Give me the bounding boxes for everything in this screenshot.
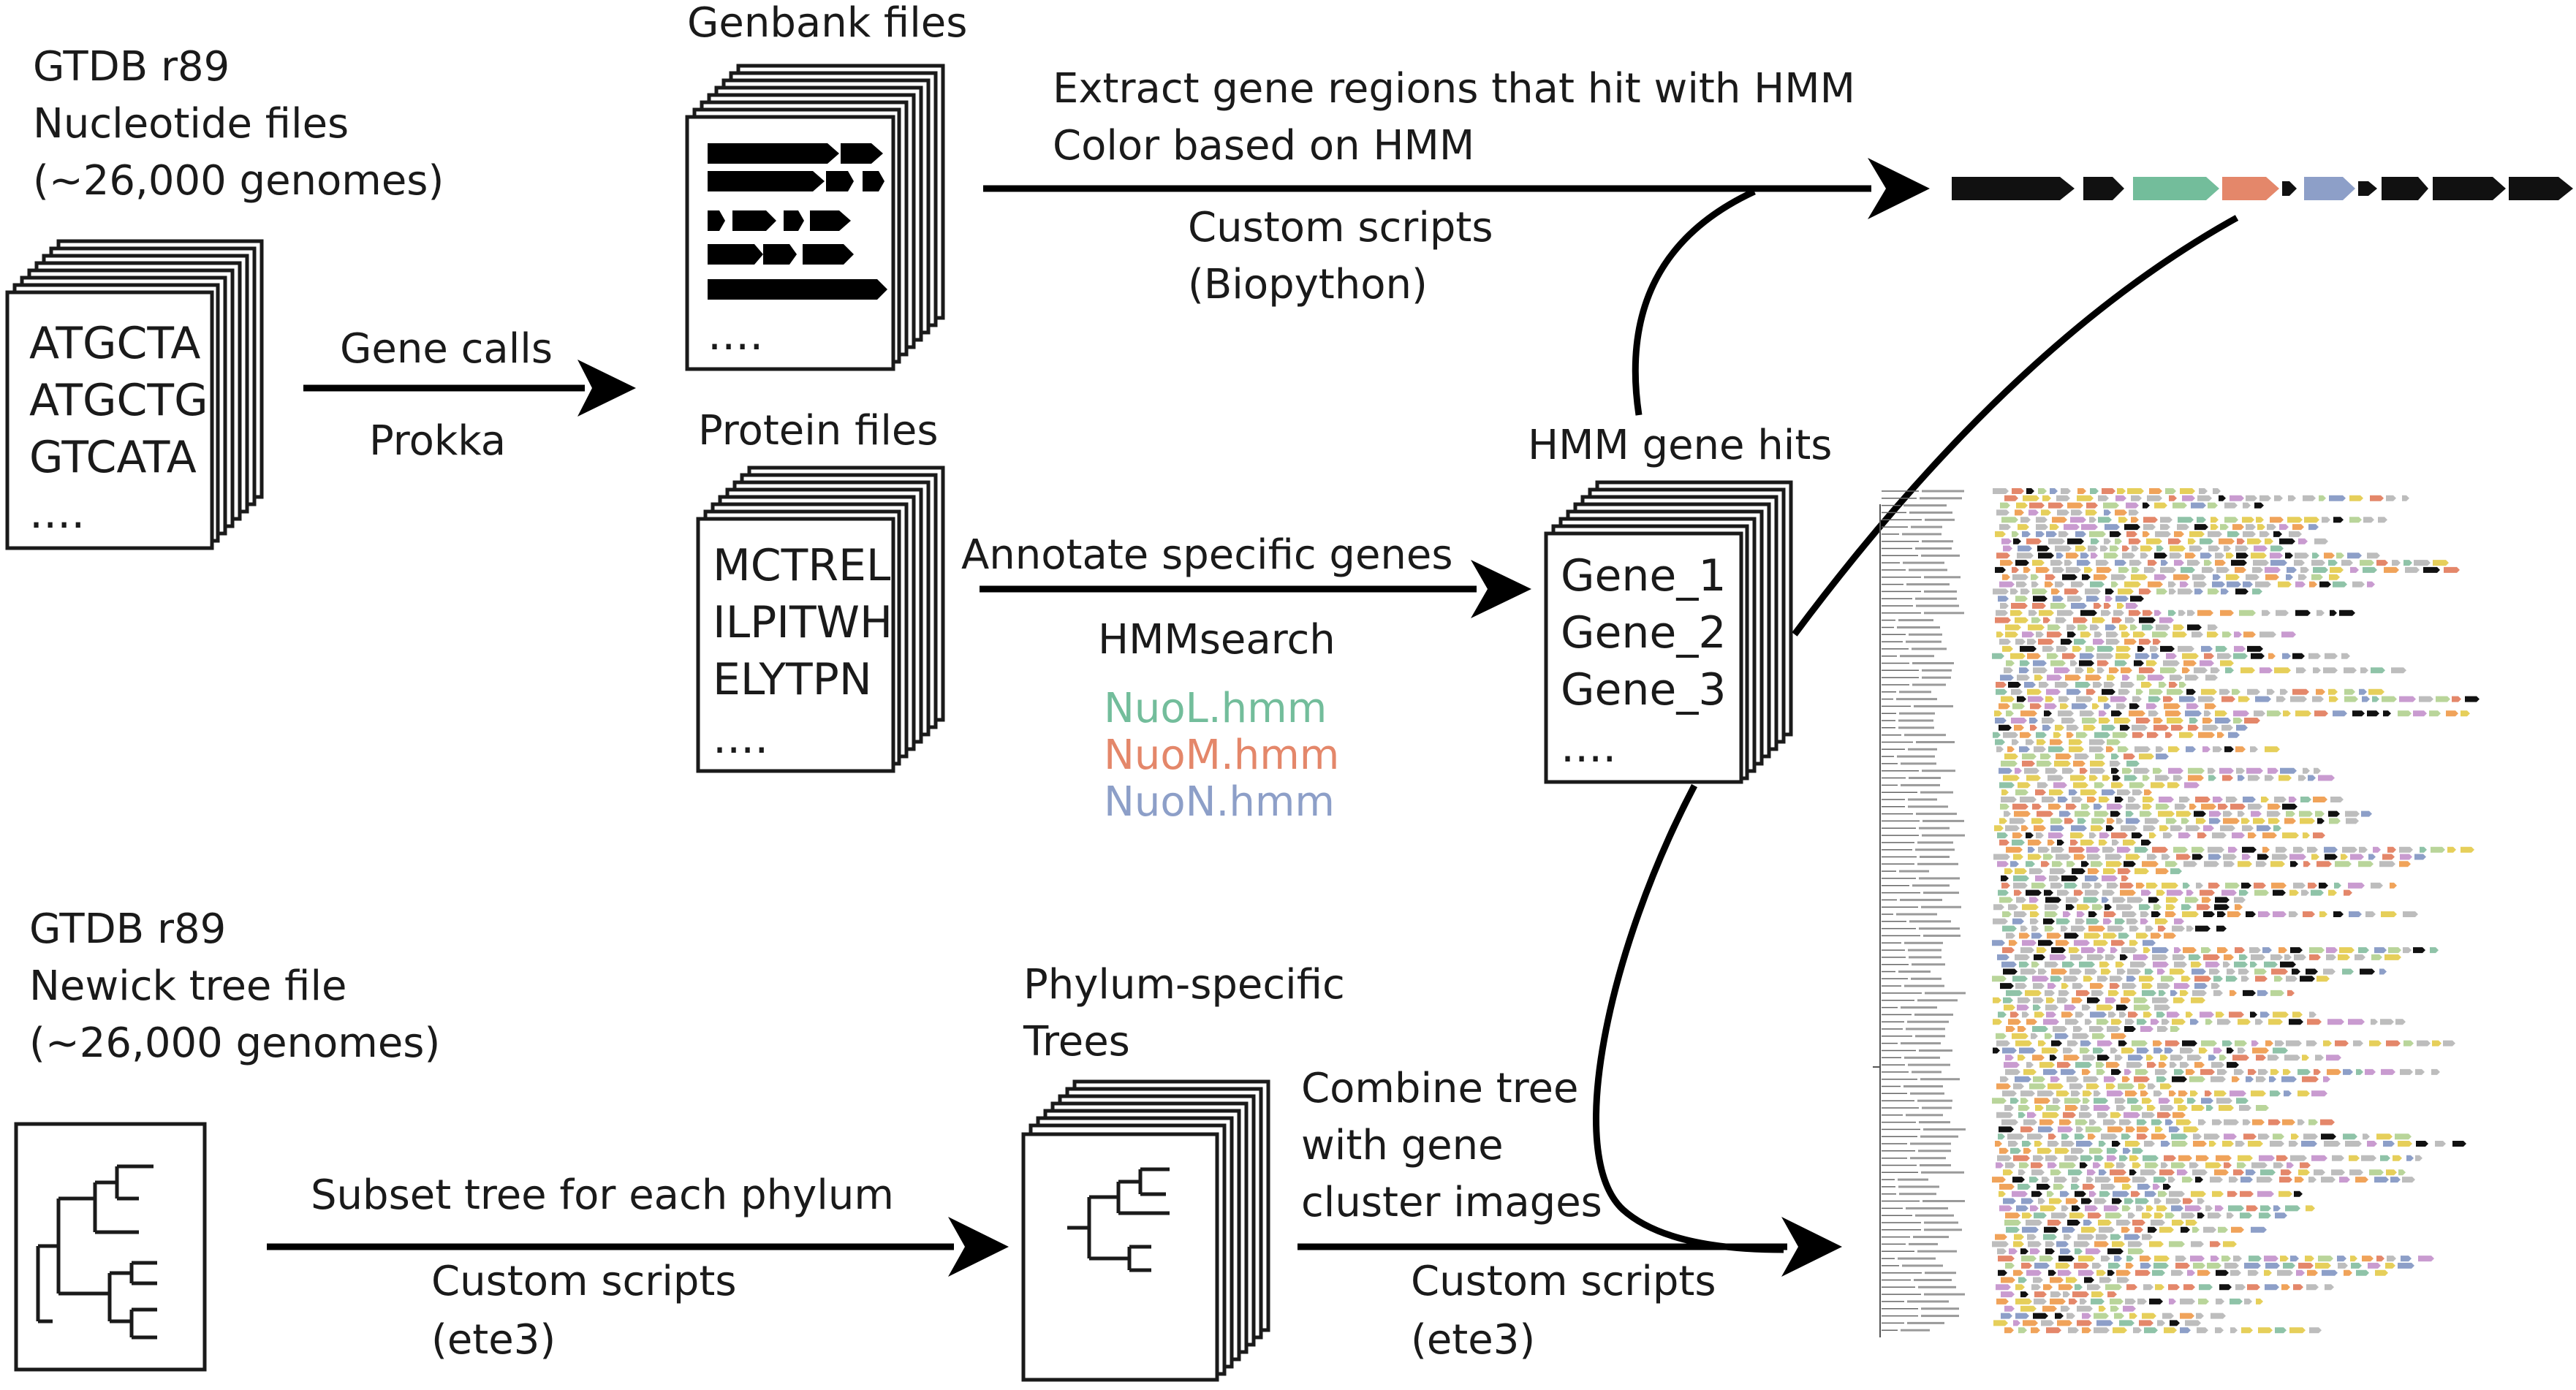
- nucleotide-title-line3: (~26,000 genomes): [33, 157, 444, 205]
- gene-calls-label: Gene calls: [340, 325, 553, 373]
- newick-file-box: [14, 1122, 207, 1372]
- extract-line1: Extract gene regions that hit with HMM: [1053, 65, 1855, 113]
- protein-file-stack: [696, 466, 945, 773]
- nuon-hmm-label: NuoN.hmm: [1104, 778, 1335, 826]
- combine-line3: cluster images: [1301, 1179, 1602, 1226]
- nucleotide-seq2: ATGCTG: [29, 375, 208, 426]
- curve-hits-to-gene-strip: [1792, 215, 2239, 637]
- combine-custom-scripts: Custom scripts: [1411, 1258, 1716, 1305]
- phylum-tree-stack: [1021, 1079, 1270, 1382]
- subset-ete3: (ete3): [431, 1316, 556, 1364]
- gene-arrow-black-4: [2433, 177, 2506, 200]
- protein-seq1: MCTREL: [713, 540, 891, 591]
- genbank-gene-icons: [708, 143, 887, 300]
- phylum-title-line2: Trees: [1023, 1018, 1130, 1066]
- gene-arrow-black-small-1: [2282, 181, 2297, 196]
- nucleotide-files-label: GTDB r89 Nucleotide files (~26,000 genom…: [33, 43, 444, 205]
- gene-arrow-black-1: [1952, 177, 2075, 200]
- gene-cluster-strip: [1952, 177, 2573, 200]
- gene-arrow-nuom: [2222, 177, 2279, 200]
- subset-arrowhead: [948, 1217, 1009, 1277]
- hmm-hits-title: HMM gene hits: [1528, 422, 1832, 469]
- hmm-gene2: Gene_2: [1561, 607, 1727, 658]
- extract-arrowhead: [1868, 158, 1930, 219]
- protein-title: Protein files: [698, 407, 939, 455]
- genbank-title: Genbank files: [687, 0, 967, 47]
- hmm-ellipsis: ....: [1561, 721, 1616, 772]
- hmm-gene3: Gene_3: [1561, 664, 1727, 715]
- newick-tree-icon: [36, 1164, 157, 1340]
- gene-arrow-black-2: [2083, 177, 2124, 200]
- extract-line3: Custom scripts: [1188, 204, 1493, 251]
- nucleotide-seq3: GTCATA: [29, 432, 197, 483]
- newick-title-line1: GTDB r89: [29, 905, 226, 953]
- phylum-title-line1: Phylum-specific: [1023, 961, 1345, 1009]
- nuom-hmm-label: NuoM.hmm: [1104, 732, 1339, 779]
- newick-title-line2: Newick tree file: [29, 962, 346, 1010]
- gene-arrow-black-5: [2509, 177, 2573, 200]
- extract-line2: Color based on HMM: [1053, 122, 1474, 170]
- nucleotide-file-stack: [5, 239, 264, 550]
- gene-arrow-nuol: [2133, 177, 2219, 200]
- hmm-gene1: Gene_1: [1561, 550, 1727, 601]
- nuol-hmm-label: NuoL.hmm: [1104, 685, 1327, 732]
- nucleotide-seq1: ATGCTA: [29, 318, 200, 369]
- nucleotide-ellipsis: ....: [29, 487, 85, 539]
- subset-label: Subset tree for each phylum: [311, 1171, 894, 1219]
- newick-title-line3: (~26,000 genomes): [29, 1019, 440, 1067]
- nucleotide-title-line1: GTDB r89: [33, 43, 230, 91]
- annotate-label: Annotate specific genes: [961, 531, 1453, 579]
- combine-arrowhead: [1781, 1217, 1842, 1277]
- gene-calls-arrowhead: [577, 360, 636, 417]
- phylum-tree-icon: [1067, 1167, 1170, 1272]
- genbank-ellipsis: ....: [708, 309, 763, 360]
- gene-arrow-black-3: [2382, 177, 2428, 200]
- hmm-hits-stack: [1544, 480, 1793, 784]
- curve-hits-to-combine: [1593, 783, 1784, 1253]
- tree-with-gene-clusters: [1873, 488, 2480, 1337]
- protein-ellipsis: ....: [713, 713, 768, 764]
- combine-ete3: (ete3): [1411, 1316, 1535, 1364]
- annotate-arrowhead: [1471, 560, 1531, 618]
- gene-arrow-nuon: [2304, 177, 2355, 200]
- curve-hits-to-extract-arrow: [1632, 188, 1756, 416]
- protein-seq3: ELYTPN: [713, 654, 872, 705]
- extract-line4: (Biopython): [1188, 261, 1428, 308]
- prokka-label: Prokka: [369, 417, 506, 465]
- protein-seq2: ILPITWH: [713, 597, 893, 648]
- hmmsearch-label: HMMsearch: [1098, 616, 1336, 664]
- combine-line2: with gene: [1301, 1122, 1504, 1169]
- combine-line1: Combine tree: [1301, 1065, 1578, 1112]
- gene-arrow-black-small-2: [2358, 181, 2377, 196]
- nucleotide-title-line2: Nucleotide files: [33, 100, 349, 148]
- subset-custom-scripts: Custom scripts: [431, 1258, 737, 1305]
